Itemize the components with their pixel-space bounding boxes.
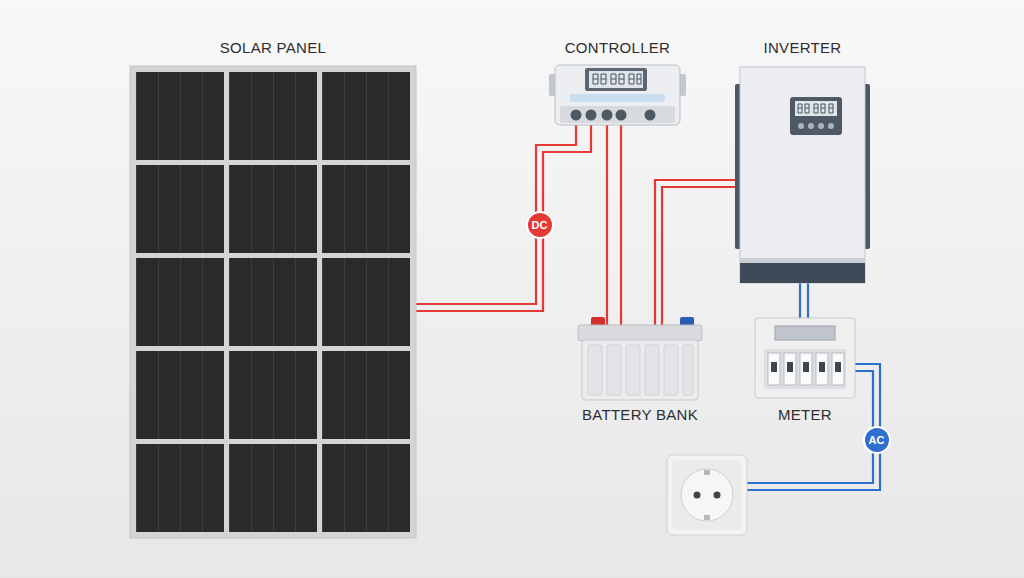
charge-controller: CONTROLLER [555,38,680,125]
wire [606,125,608,325]
meter-body [755,318,855,398]
button [808,123,814,129]
wire [799,283,801,318]
node-label: METER [778,405,832,425]
battery-rib [645,345,659,395]
inverter-body [740,67,865,283]
status-strip [570,94,665,102]
inverter-art [735,67,870,283]
solar-cell [229,444,317,532]
current-badge: AC [863,426,891,454]
wire-pair [607,125,621,325]
ground-clip [704,470,710,475]
button [828,123,834,129]
ground-clip [704,515,710,520]
solar-cell [229,165,317,253]
breaker-toggle [819,362,825,372]
meter-art [755,318,855,398]
socket-face [681,469,733,521]
breaker-toggle [803,362,809,372]
solar-cell [322,165,410,253]
controller-art [549,65,686,125]
breaker-toggle [787,362,793,372]
battery-rib [683,345,693,395]
button [818,123,824,129]
lcd-screen [589,71,643,88]
current-badge: DC [526,211,554,239]
battery-rib [664,345,678,395]
meter: METER [755,318,855,425]
solar-cell [136,444,224,532]
terminal [645,110,656,121]
wire-pair [800,283,808,318]
battery-rib [607,345,621,395]
node-label: BATTERY BANK [582,405,698,425]
edge-label: DC [532,219,548,231]
breaker [800,353,812,385]
terminal [586,110,597,121]
node-label: INVERTER [764,38,842,58]
solar-cell [322,72,410,160]
socket-plate [667,455,747,535]
solar-cell [136,165,224,253]
breaker-toggle [835,362,841,372]
battery-rib [588,345,602,395]
solar-cell [322,444,410,532]
terminal [616,110,627,121]
wire-pair [655,180,735,325]
button [798,123,804,129]
battery-art [578,317,702,400]
terminal [571,110,582,121]
breaker [768,353,780,385]
solar-cell [229,72,317,160]
breaker-rail [764,349,846,389]
inverter: INVERTER [735,38,870,283]
terminal [602,110,613,121]
breaker [816,353,828,385]
socket-art [667,455,747,535]
wire [662,187,735,325]
terminal-strip [560,106,675,123]
lcd-segments [798,104,833,113]
socket-inset [672,460,742,530]
controller-body [555,65,680,125]
socket-hole [714,492,721,499]
battery-bank: BATTERY BANK [577,325,704,425]
solar-panel: SOLAR PANEL [130,38,416,538]
wire [807,283,809,318]
solar-cell [136,258,224,346]
socket-hole [694,492,701,499]
current-label: AC [869,434,885,446]
lcd-screen [795,101,837,116]
battery-body [582,340,698,400]
meter-display [775,326,835,340]
breaker [784,353,796,385]
inverter-panel [790,97,842,135]
wire-pair [416,125,591,311]
solar-panel-art [130,66,416,538]
battery-rib [626,345,640,395]
inverter-trim [740,258,865,263]
lcd-segments [593,74,641,84]
node-label: SOLAR PANEL [220,38,326,58]
inverter-base [740,263,865,283]
wire [655,180,735,325]
node-label: CONTROLLER [565,38,671,58]
solar-cell [229,351,317,439]
breaker [832,353,844,385]
solar-cell [229,258,317,346]
breaker-toggle [771,362,777,372]
wire [620,125,622,325]
solar-cell [136,72,224,160]
panel-frame [130,66,416,538]
lcd-frame [585,68,647,91]
solar-cell [136,351,224,439]
wire [416,125,591,311]
battery-lid [578,325,702,341]
solar-cell [322,351,410,439]
solar-cell [322,258,410,346]
